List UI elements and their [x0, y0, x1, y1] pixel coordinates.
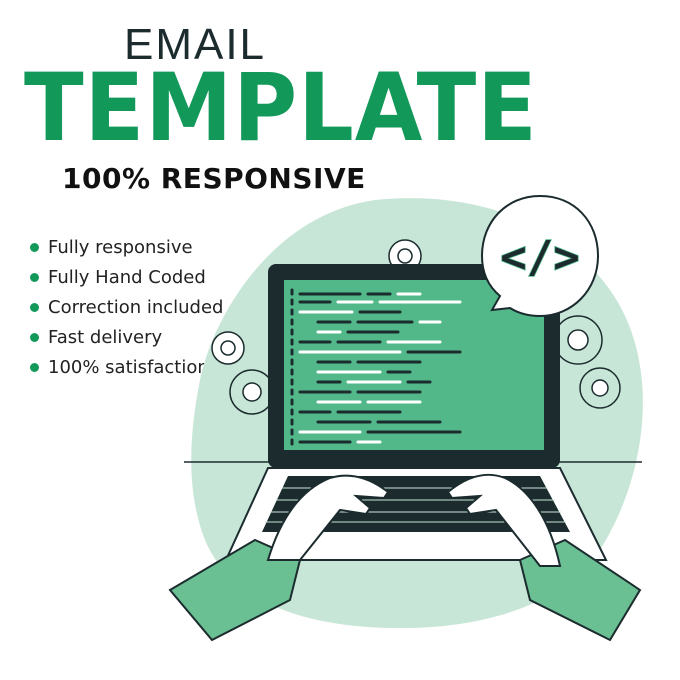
right-hand [446, 473, 562, 567]
feature-item: Fast delivery [30, 322, 223, 352]
code-lines [290, 288, 462, 448]
headline-responsive: 100% RESPONSIVE [62, 162, 366, 195]
feature-label: Fully responsive [48, 236, 193, 258]
feature-label: Fast delivery [48, 326, 163, 348]
gear-icon [553, 315, 603, 365]
bullet-icon [30, 272, 39, 282]
feature-label: Correction included [48, 296, 224, 318]
bullet-icon [30, 302, 39, 312]
headline-template: TEMPLATE [24, 54, 538, 163]
feature-item: 100% satisfaction [30, 352, 223, 382]
gear-icon [211, 331, 245, 365]
code-symbol-icon: </> [500, 232, 579, 283]
headline-email: EMAIL [123, 20, 267, 69]
feature-list: Fully responsive Fully Hand Coded Correc… [30, 232, 223, 382]
left-hand [266, 474, 390, 561]
feature-item: Fully Hand Coded [30, 262, 223, 292]
bullet-icon [30, 332, 39, 342]
gear-icon [579, 367, 621, 409]
bullet-icon [30, 362, 39, 372]
bullet-icon [30, 242, 39, 252]
feature-label: 100% satisfaction [48, 356, 209, 378]
speech-bubble [480, 194, 600, 318]
feature-item: Correction included [30, 292, 223, 322]
left-sleeve [168, 538, 302, 642]
feature-item: Fully responsive [30, 232, 223, 262]
gear-icon [229, 369, 275, 415]
feature-label: Fully Hand Coded [48, 266, 206, 288]
